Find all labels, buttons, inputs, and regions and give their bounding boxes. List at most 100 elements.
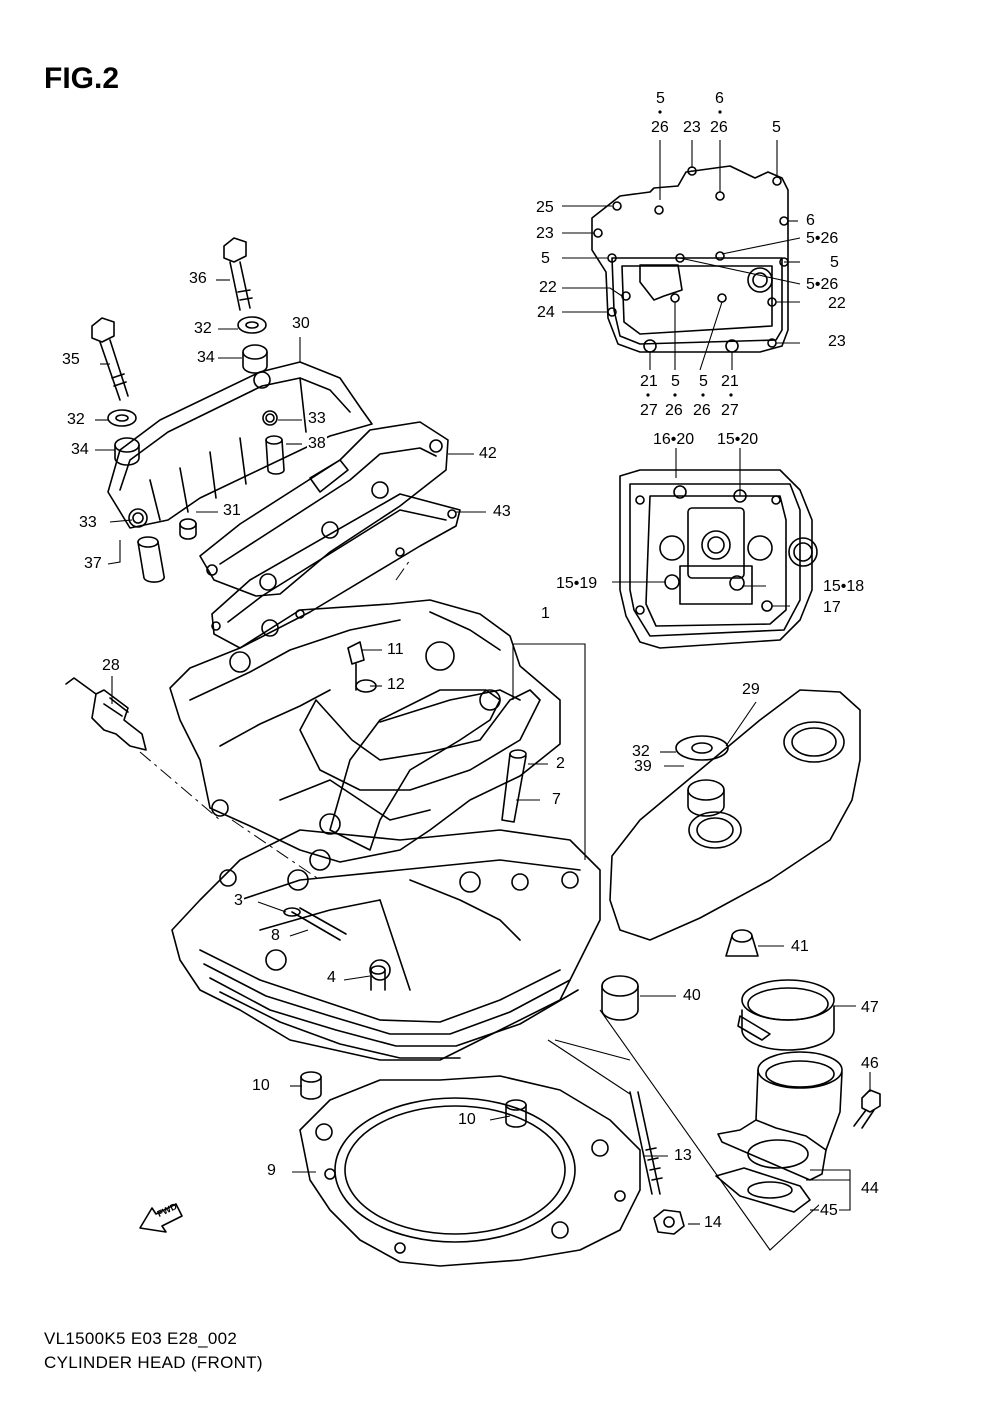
callout-46: 46 [860, 1055, 880, 1072]
callout-6-right: 6 [805, 212, 816, 229]
callout-37: 37 [83, 555, 103, 572]
callout-32-upper: 32 [193, 320, 213, 337]
callout-21-right: 21 [720, 373, 740, 390]
cylinder-head-gasket [299, 1075, 641, 1267]
cylinder-head-cover [107, 361, 373, 529]
callout-8: 8 [270, 927, 281, 944]
blanking-plug [601, 975, 639, 1021]
valve-guide-small-parts [283, 641, 527, 991]
callout-41: 41 [790, 938, 810, 955]
cylinder-head-bottom-view [619, 469, 818, 649]
callout-23-left: 23 [535, 225, 555, 242]
callout-26-bottom-a: 26 [664, 402, 684, 419]
intake-gasket [715, 1167, 811, 1213]
callout-25: 25 [535, 199, 555, 216]
spark-plug [65, 677, 147, 751]
callout-23-top: 23 [682, 119, 702, 136]
callout-34-upper: 34 [196, 349, 216, 366]
hose-clamp [737, 979, 835, 1051]
callout-43: 43 [492, 503, 512, 520]
rocker-cover-gasket [211, 493, 461, 649]
callout-32-mid: 32 [66, 411, 86, 428]
flange-bolt [853, 1089, 881, 1129]
callout-15-20: 15•20 [716, 431, 760, 448]
callout-23-right: 23 [827, 333, 847, 350]
callout-10-right: 10 [457, 1111, 477, 1128]
intake-port-rib [329, 689, 501, 851]
callout-3: 3 [233, 892, 244, 909]
cylinder-head-body [169, 599, 601, 1061]
callout-24: 24 [536, 304, 556, 321]
rubber-cap [725, 929, 759, 957]
cap-nut [653, 1209, 685, 1235]
figure-caption: CYLINDER HEAD (FRONT) [44, 1353, 263, 1372]
callout-4: 4 [326, 969, 337, 986]
callout-5-bottom-b: 5 [698, 373, 709, 390]
callout-26-bottom-b: 26 [692, 402, 712, 419]
callout-39: 39 [633, 758, 653, 775]
callout-5-bottom-a: 5 [670, 373, 681, 390]
callout-5-26-lower: 5•26 [805, 276, 840, 293]
callout-31: 31 [222, 502, 242, 519]
callout-13: 13 [673, 1147, 693, 1164]
valve-cover-gasket-outline [591, 165, 789, 353]
callout-44: 44 [860, 1180, 880, 1197]
callout-16-20: 16•20 [652, 431, 696, 448]
callout-9: 9 [266, 1162, 277, 1179]
callout-15-18: 15•18 [822, 578, 866, 595]
callout-34-mid: 34 [70, 441, 90, 458]
callout-28: 28 [101, 657, 121, 674]
callout-33-lower: 33 [78, 514, 98, 531]
callout-5-right: 5 [829, 254, 840, 271]
callout-2: 2 [555, 755, 566, 772]
callout-12: 12 [386, 676, 406, 693]
callout-11: 11 [386, 641, 405, 658]
callout-33-upper: 33 [307, 410, 327, 427]
callout-22-left: 22 [538, 279, 558, 296]
callout-42: 42 [478, 445, 498, 462]
intake-pipe [717, 1051, 843, 1181]
cover-bolt-36 [223, 237, 253, 311]
callout-5-26-upper: 5•26 [805, 230, 840, 247]
callout-22-right: 22 [827, 295, 847, 312]
callout-dots [646, 110, 733, 397]
callout-29: 29 [741, 681, 761, 698]
callout-5-left: 5 [540, 250, 551, 267]
callout-5-top-right: 5 [771, 119, 782, 136]
callout-14: 14 [703, 1214, 723, 1231]
callout-27-right: 27 [720, 402, 740, 419]
callout-7: 7 [551, 791, 562, 808]
callout-36: 36 [188, 270, 208, 287]
fwd-arrow-icon [139, 1203, 183, 1233]
dowel-pin-right [505, 1099, 527, 1128]
callout-26-top-right: 26 [709, 119, 729, 136]
cover-bolt-35 [91, 317, 129, 401]
callout-26-top-left: 26 [650, 119, 670, 136]
callout-47: 47 [860, 999, 880, 1016]
callout-17: 17 [822, 599, 842, 616]
air-duct-cover [609, 689, 861, 941]
callout-35: 35 [61, 351, 81, 368]
rocker-cover [199, 421, 449, 597]
callout-21-left: 21 [639, 373, 659, 390]
callout-45: 45 [819, 1202, 839, 1219]
dowel-pin-left [300, 1071, 322, 1100]
washers [107, 316, 285, 583]
figure-title: FIG.2 [44, 62, 120, 95]
center-lines [139, 559, 411, 881]
callout-30: 30 [291, 315, 311, 332]
valve-cover-gasket-holes [593, 166, 789, 353]
model-code: VL1500K5 E03 E28_002 [44, 1329, 238, 1348]
leader-lines [95, 140, 871, 1251]
callout-38: 38 [307, 435, 327, 452]
callout-27-left: 27 [639, 402, 659, 419]
callout-6-top: 6 [714, 90, 725, 107]
callout-1: 1 [540, 605, 551, 622]
callout-10-left: 10 [251, 1077, 271, 1094]
callout-5-top-left: 5 [655, 90, 666, 107]
stud-bolt [629, 1091, 663, 1195]
callout-15-19: 15•19 [555, 575, 599, 592]
callout-40: 40 [682, 987, 702, 1004]
callout-32-lower: 32 [631, 743, 651, 760]
